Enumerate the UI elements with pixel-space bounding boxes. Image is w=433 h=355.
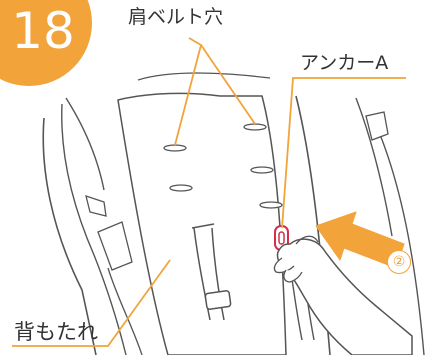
seat-shell-left bbox=[42, 117, 97, 355]
harness-strap-top bbox=[191, 223, 215, 229]
shoulder-belt-hole bbox=[250, 166, 274, 174]
anchor-a-slot bbox=[278, 231, 285, 245]
backrest-panel bbox=[117, 92, 287, 355]
hand-finger bbox=[273, 257, 295, 274]
strap-adjuster bbox=[204, 290, 232, 310]
hand-thumb bbox=[295, 235, 319, 245]
seat-lower-left bbox=[107, 267, 143, 355]
seat-side-handle bbox=[365, 111, 389, 141]
harness-strap bbox=[211, 227, 225, 321]
arrow-step-number: ② bbox=[387, 250, 411, 274]
shoulder-belt-holes-label: 肩ベルト穴 bbox=[128, 6, 224, 28]
shoulder-belt-hole bbox=[259, 201, 283, 209]
harness-strap bbox=[193, 227, 211, 321]
seat-headrest-left bbox=[65, 97, 105, 191]
leader-backrest bbox=[12, 259, 171, 347]
shoulder-belt-hole bbox=[169, 184, 193, 192]
seat-shell-right-outer bbox=[355, 97, 393, 237]
backrest-label: 背もたれ bbox=[14, 320, 98, 344]
anchor-a-label: アンカーA bbox=[300, 52, 389, 74]
leader-shoulder-holes bbox=[200, 44, 256, 125]
backrest-top-fold bbox=[137, 72, 271, 81]
hand bbox=[276, 238, 413, 355]
shoulder-belt-hole bbox=[163, 144, 187, 152]
leader-anchor-a bbox=[281, 77, 406, 229]
seat-shell-left-inner bbox=[61, 103, 127, 355]
shoulder-belt-hole bbox=[243, 123, 267, 131]
step-number: 18 bbox=[11, 2, 75, 60]
seat-side-bracket bbox=[97, 221, 133, 271]
seat-side-clip bbox=[85, 195, 107, 217]
seat-shell-right-far bbox=[373, 119, 425, 355]
hand-finger bbox=[283, 269, 303, 283]
step-badge: 18 bbox=[0, 0, 92, 86]
